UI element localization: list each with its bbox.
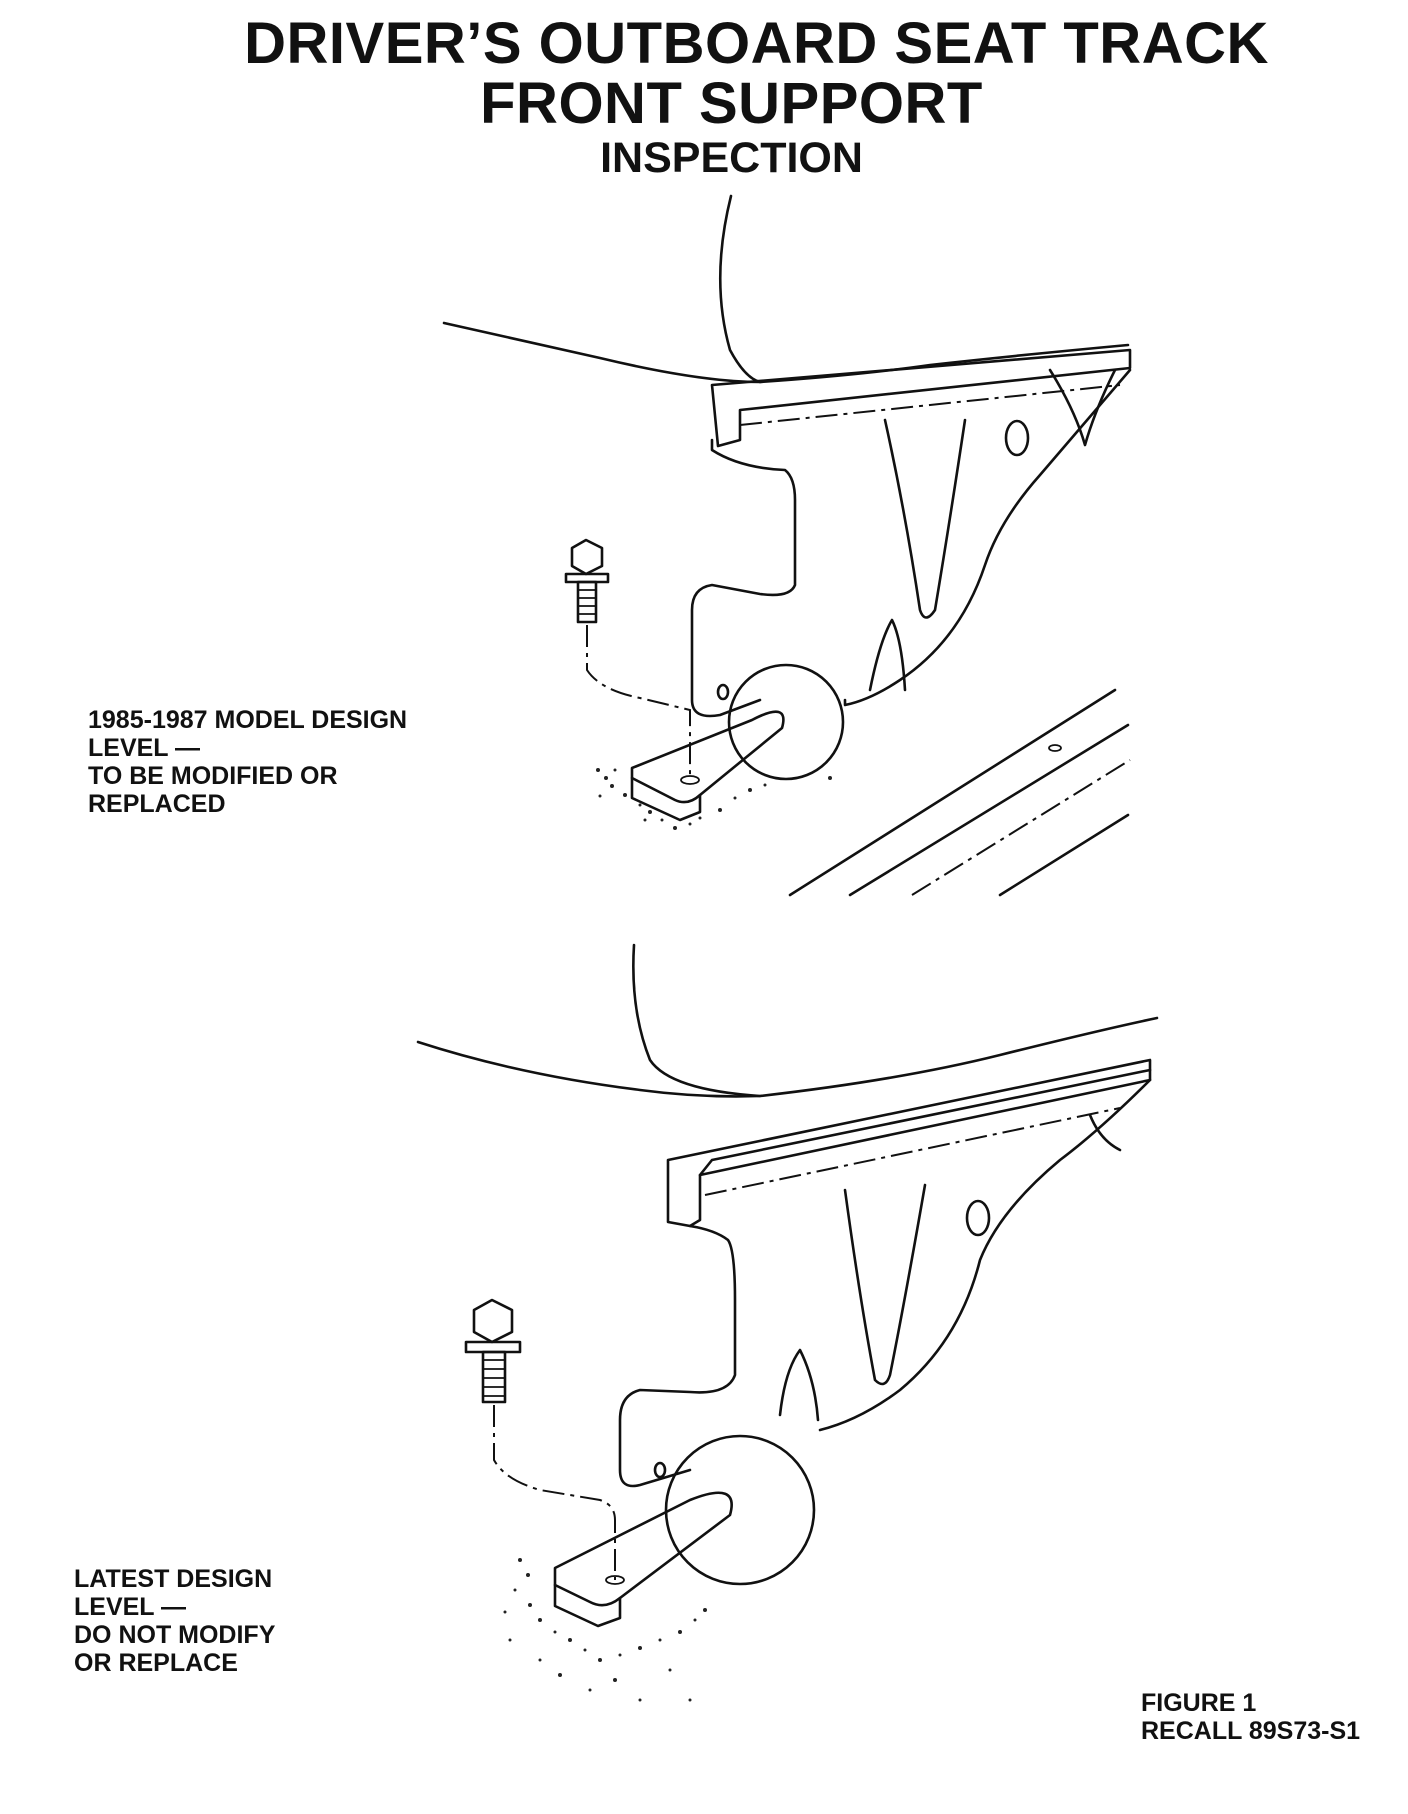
seat-side-curve xyxy=(718,194,762,384)
new-design-diagram xyxy=(416,943,1159,1702)
seat-side-curve-2 xyxy=(632,943,762,1098)
seat-cushion-top-2 xyxy=(416,1016,1159,1098)
support-foot-2 xyxy=(553,1491,733,1607)
page-subtitle: INSPECTION xyxy=(600,134,863,182)
recall-number: RECALL 89S73-S1 xyxy=(1141,1717,1361,1745)
seat-track-rail-2 xyxy=(666,1058,1152,1228)
bracket-hole xyxy=(716,683,730,701)
figure-caption: FIGURE 1 RECALL 89S73-S1 xyxy=(1141,1689,1360,1745)
bolt-guide-line-2 xyxy=(493,1405,616,1580)
frame-hole-2 xyxy=(965,1199,991,1237)
carpet-texture xyxy=(596,768,832,830)
riser-bracket-2 xyxy=(618,1224,737,1488)
inspection-circle xyxy=(727,663,845,781)
frame-body xyxy=(843,368,1132,707)
frame-body-2 xyxy=(818,1078,1152,1432)
page-title: DRIVER’S OUTBOARD SEAT TRACK xyxy=(244,11,1269,76)
riser-bracket xyxy=(690,438,797,718)
old-design-diagram xyxy=(442,194,1132,897)
bolt xyxy=(564,538,610,624)
support-foot xyxy=(630,710,785,804)
bolt-2 xyxy=(464,1298,522,1404)
figure-number: FIGURE 1 xyxy=(1141,1689,1257,1717)
bracket-hole-2 xyxy=(653,1461,667,1479)
page-title-line2: FRONT SUPPORT xyxy=(480,71,983,136)
seat-cushion-top xyxy=(442,321,1130,384)
frame-hole xyxy=(1004,419,1030,457)
seat-track-rail xyxy=(710,348,1132,448)
carpet-texture-2 xyxy=(503,1558,707,1702)
title-block: DRIVER’S OUTBOARD SEAT TRACK FRONT SUPPO… xyxy=(0,11,1408,183)
inspection-circle-2 xyxy=(664,1434,816,1586)
floor-line xyxy=(788,688,1117,897)
bolt-guide-line xyxy=(586,625,691,780)
